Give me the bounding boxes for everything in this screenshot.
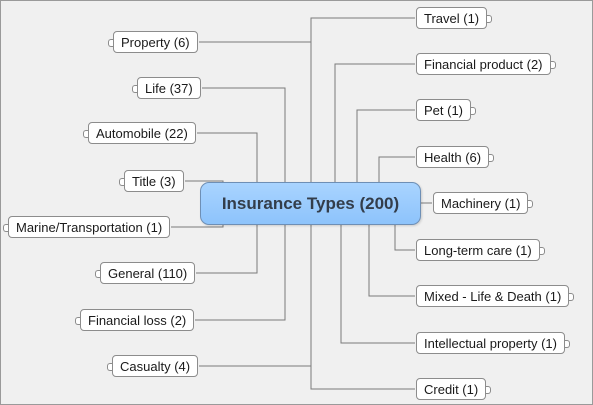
topic-general[interactable]: General (110) bbox=[94, 262, 196, 284]
connector-topic-general bbox=[196, 225, 258, 274]
connector-topic-automobile bbox=[197, 132, 258, 182]
topic-intellectual-property[interactable]: Intellectual property (1) bbox=[416, 332, 570, 354]
connector-topic-long-term-care bbox=[394, 225, 415, 251]
topic-casualty[interactable]: Casualty (4) bbox=[106, 355, 199, 377]
connector-topic-mixed-life-death bbox=[368, 225, 415, 297]
topic-credit[interactable]: Credit (1) bbox=[416, 378, 492, 400]
connector-topic-health bbox=[378, 156, 415, 182]
connector-topic-financial-loss bbox=[195, 225, 286, 321]
central-topic[interactable]: Insurance Types (200) bbox=[200, 182, 421, 225]
connector-topic-financial-product bbox=[334, 63, 415, 182]
connector-topic-title bbox=[185, 180, 224, 182]
topic-title[interactable]: Title (3) bbox=[119, 170, 184, 192]
topic-machinery[interactable]: Machinery (1) bbox=[433, 192, 534, 214]
connector-topic-casualty bbox=[199, 225, 312, 367]
topic-automobile[interactable]: Automobile (22) bbox=[83, 122, 196, 144]
connector-topic-credit bbox=[310, 225, 415, 390]
topic-marine-transportation[interactable]: Marine/Transportation (1) bbox=[2, 216, 171, 238]
topic-life[interactable]: Life (37) bbox=[132, 77, 201, 99]
connector-topic-travel bbox=[310, 17, 415, 182]
connector-topic-intellectual-property bbox=[340, 225, 415, 344]
connector-topic-property bbox=[199, 41, 312, 182]
topic-financial-product[interactable]: Financial product (2) bbox=[416, 53, 555, 75]
topic-financial-loss[interactable]: Financial loss (2) bbox=[74, 309, 195, 331]
topic-travel[interactable]: Travel (1) bbox=[416, 7, 493, 29]
connector-topic-pet bbox=[356, 109, 415, 182]
topic-health[interactable]: Health (6) bbox=[416, 146, 495, 168]
topic-pet[interactable]: Pet (1) bbox=[416, 99, 477, 121]
connector-topic-marine-transportation bbox=[171, 225, 224, 228]
connector-topic-life bbox=[202, 87, 286, 182]
topic-mixed-life-death[interactable]: Mixed - Life & Death (1) bbox=[416, 285, 575, 307]
topic-property[interactable]: Property (6) bbox=[108, 31, 198, 53]
topic-long-term-care[interactable]: Long-term care (1) bbox=[416, 239, 545, 261]
